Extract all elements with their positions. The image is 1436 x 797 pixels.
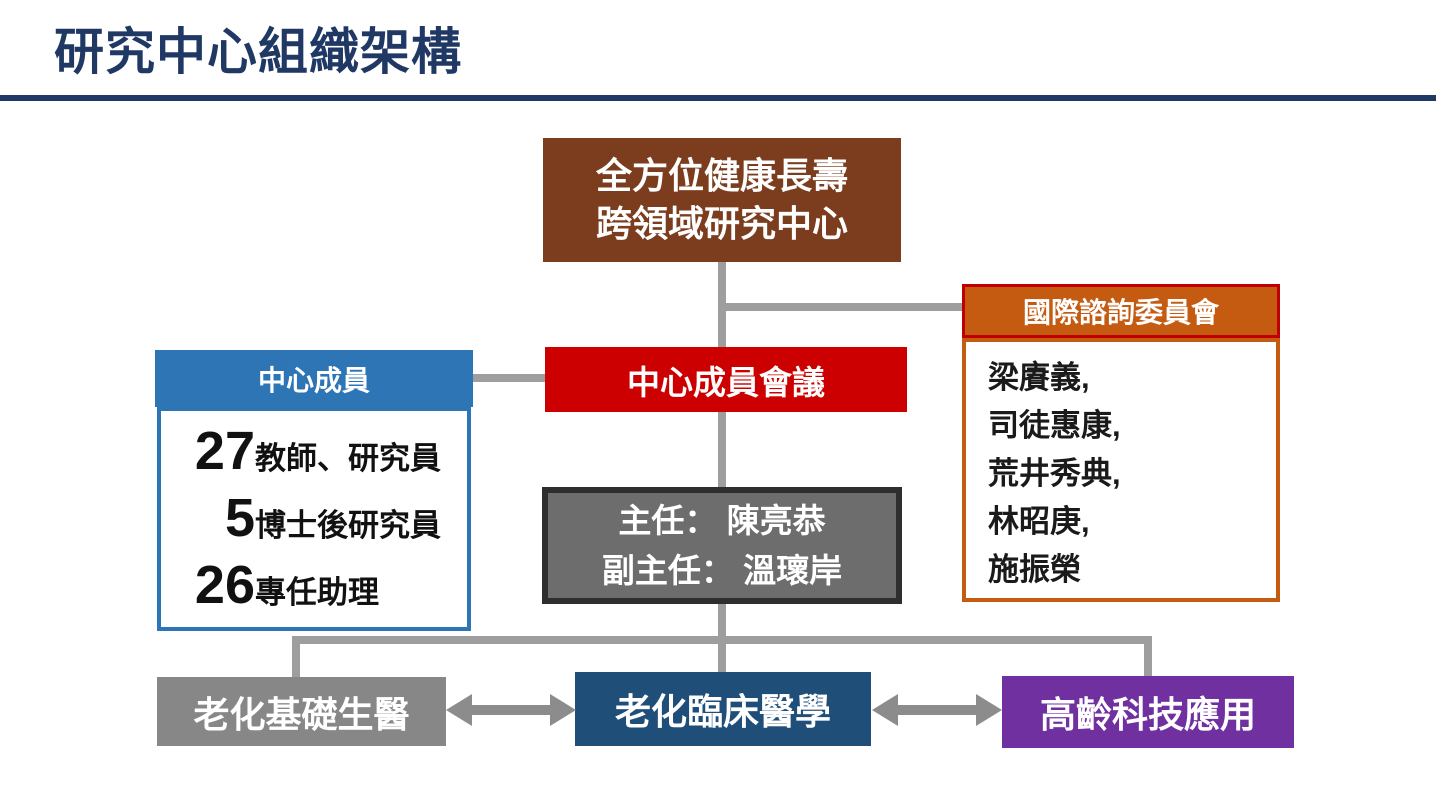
node-research-center: 全方位健康長壽 跨領域研究中心: [543, 138, 901, 262]
advisory-member: 施振榮: [988, 552, 1081, 587]
double-arrow-left: [446, 694, 576, 726]
node-division-gerontechnology: 高齡科技應用: [1002, 676, 1294, 748]
advisory-member: 林昭庚,: [988, 504, 1090, 539]
title-divider: [0, 95, 1436, 101]
node-division-basic-biomedicine: 老化基礎生醫: [157, 677, 446, 746]
stat-label: 博士後研究員: [255, 507, 441, 543]
page-title: 研究中心組織架構: [54, 24, 462, 80]
stat-count: 5: [224, 487, 255, 548]
leadership-deputy: 副主任： 溫瓌岸: [601, 551, 843, 589]
advisory-member: 梁賡義,: [988, 360, 1090, 395]
members-stat-row: 26 專任助理: [171, 558, 461, 612]
advisory-member: 荒井秀典,: [988, 456, 1121, 491]
node-leadership: 主任： 陳亮恭 副主任： 溫瓌岸: [542, 487, 902, 604]
connector-council-leader: [718, 412, 726, 488]
stat-label: 教師、研究員: [255, 440, 441, 476]
connector-drop-center: [718, 636, 726, 672]
stat-count: 27: [194, 420, 255, 481]
node-members-header: 中心成員: [155, 350, 473, 407]
connector-drop-right: [1144, 636, 1152, 678]
advisory-member: 司徒惠康,: [988, 408, 1121, 443]
node-research-center-line1: 全方位健康長壽: [595, 155, 848, 197]
node-members-meeting: 中心成員會議: [545, 347, 907, 412]
leadership-director: 主任： 陳亮恭: [618, 502, 826, 539]
node-research-center-line2: 跨領域研究中心: [595, 203, 848, 244]
connector-members-council: [470, 374, 545, 382]
stat-label: 專任助理: [255, 575, 379, 611]
members-stat-row: 5 博士後研究員: [171, 491, 461, 545]
node-advisory-committee-header: 國際諮詢委員會: [962, 284, 1280, 338]
advisory-members-list: 梁賡義, 司徒惠康, 荒井秀典, 林昭庚, 施振榮: [962, 338, 1280, 602]
connector-to-advisory: [722, 303, 962, 311]
connector-leader-branch: [718, 604, 726, 640]
members-stats-panel: 27 教師、研究員 5 博士後研究員 26 專任助理: [157, 407, 471, 631]
stat-count: 26: [194, 555, 255, 616]
connector-drop-left: [292, 636, 300, 678]
members-stat-row: 27 教師、研究員: [171, 424, 461, 478]
node-division-clinical-medicine: 老化臨床醫學: [575, 672, 871, 746]
double-arrow-right: [872, 694, 1002, 726]
